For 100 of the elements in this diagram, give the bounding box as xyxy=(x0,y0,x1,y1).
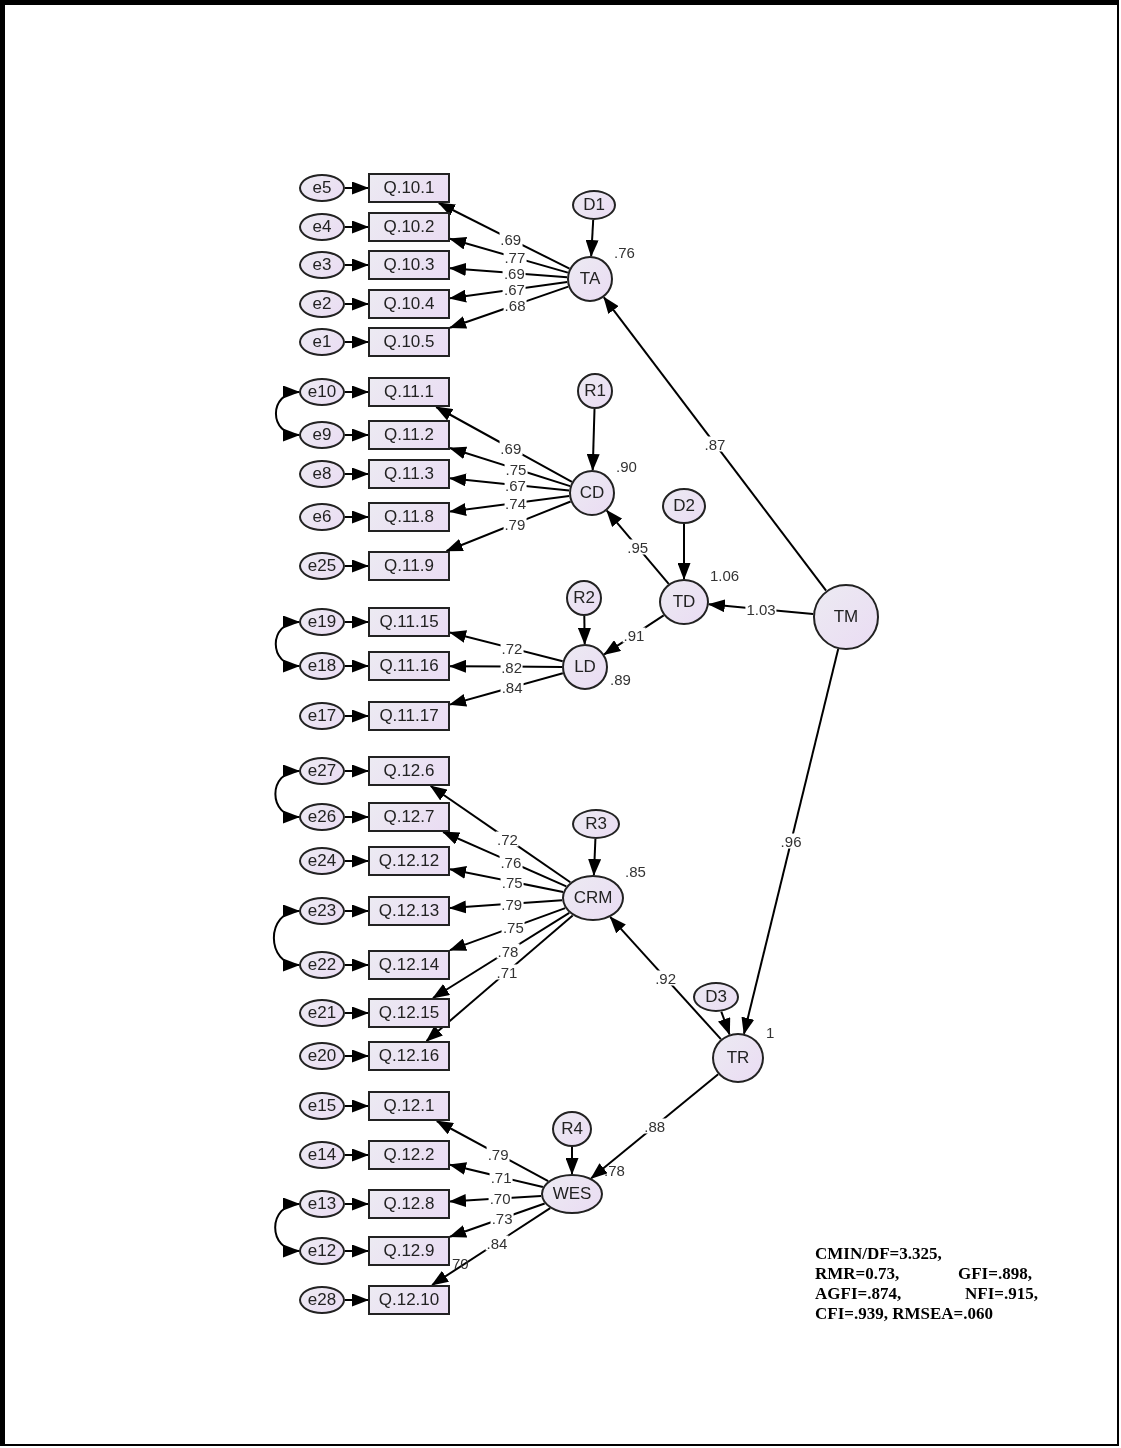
latent-variable-ellipse xyxy=(577,373,613,409)
fit-index-text: CFI=.939, RMSEA=.060 xyxy=(815,1304,994,1324)
variable-label: e17 xyxy=(307,706,337,726)
covariance-arrow xyxy=(272,906,300,970)
error-term-ellipse xyxy=(299,552,345,580)
path-arrow xyxy=(344,428,369,442)
latent-variable-ellipse xyxy=(572,190,616,220)
indicator-box xyxy=(368,173,450,203)
variable-label: R4 xyxy=(561,1119,583,1139)
indicator-box xyxy=(368,551,450,581)
variable-label: e2 xyxy=(312,294,332,314)
variable-label: D1 xyxy=(583,195,605,215)
variable-label: TD xyxy=(672,592,696,612)
variable-label: Q.11.2 xyxy=(384,425,434,445)
variable-label: CRM xyxy=(573,888,613,908)
variable-label: e12 xyxy=(307,1241,337,1261)
error-term-ellipse xyxy=(299,757,345,785)
error-term-ellipse xyxy=(299,174,345,202)
squared-correlation-label: .76 xyxy=(614,244,635,261)
covariance-arrow xyxy=(274,1199,300,1256)
indicator-box xyxy=(368,1285,450,1315)
variable-label: Q.12.16 xyxy=(378,1046,440,1066)
indicator-box xyxy=(368,289,450,319)
path-arrow xyxy=(449,236,569,274)
path-arrow xyxy=(431,1207,552,1286)
path-arrow xyxy=(449,659,563,673)
error-term-ellipse xyxy=(299,460,345,488)
indicator-box xyxy=(368,1189,450,1219)
variable-label: R2 xyxy=(573,588,595,608)
path-arrow xyxy=(449,262,569,279)
error-term-ellipse xyxy=(299,803,345,831)
path-arrow xyxy=(344,1099,369,1113)
latent-variable-ellipse xyxy=(572,809,620,839)
latent-variable-ellipse xyxy=(562,875,624,921)
variable-label: Q.10.5 xyxy=(383,332,435,352)
variable-label: e24 xyxy=(307,851,337,871)
path-coefficient: .76 xyxy=(499,854,523,870)
latent-variable-ellipse xyxy=(659,579,709,625)
path-arrow xyxy=(344,510,369,524)
squared-correlation-label: 1 xyxy=(766,1024,775,1041)
path-coefficient: .79 xyxy=(486,1146,510,1162)
squared-correlation-label: .89 xyxy=(610,671,631,688)
fit-index-text: AGFI=.874, xyxy=(815,1284,902,1304)
path-arrow xyxy=(344,1049,369,1063)
indicator-box xyxy=(368,896,450,926)
variable-label: D3 xyxy=(705,987,727,1007)
variable-label: e14 xyxy=(307,1145,337,1165)
variable-label: Q.12.15 xyxy=(378,1003,440,1023)
path-arrow xyxy=(602,296,828,592)
variable-label: e28 xyxy=(307,1290,337,1310)
variable-label: e3 xyxy=(312,255,332,275)
variable-label: e5 xyxy=(312,178,332,198)
error-term-ellipse xyxy=(299,999,345,1027)
path-arrow xyxy=(435,1120,550,1183)
indicator-box xyxy=(368,420,450,450)
path-coefficient: .79 xyxy=(503,516,527,532)
path-arrow xyxy=(344,1148,369,1162)
path-arrow xyxy=(717,1010,731,1036)
path-coefficient: .84 xyxy=(485,1235,509,1251)
path-arrow xyxy=(344,258,369,272)
variable-label: e10 xyxy=(307,382,337,402)
error-term-ellipse xyxy=(299,378,345,406)
path-arrow xyxy=(449,446,572,488)
fit-index-text: GFI=.898, xyxy=(958,1264,1032,1284)
error-term-ellipse xyxy=(299,1141,345,1169)
variable-label: Q.12.10 xyxy=(378,1290,440,1310)
path-arrow xyxy=(588,838,602,876)
error-term-ellipse xyxy=(299,503,345,531)
indicator-box xyxy=(368,701,450,731)
variable-label: Q.12.2 xyxy=(383,1145,435,1165)
indicator-box xyxy=(368,327,450,357)
error-term-ellipse xyxy=(299,1237,345,1265)
latent-variable-ellipse xyxy=(566,580,602,616)
path-coefficient: .75 xyxy=(504,461,528,477)
error-term-ellipse xyxy=(299,290,345,318)
latent-variable-ellipse xyxy=(712,1033,764,1083)
variable-label: e1 xyxy=(312,332,332,352)
indicator-box xyxy=(368,998,450,1028)
indicator-box xyxy=(368,1140,450,1170)
path-arrow xyxy=(577,615,591,645)
latent-variable-ellipse xyxy=(552,1111,592,1147)
latent-variable-ellipse xyxy=(569,470,615,516)
path-arrow xyxy=(449,285,570,329)
path-arrow xyxy=(585,219,599,257)
indicator-box xyxy=(368,607,450,637)
variable-label: e18 xyxy=(307,656,337,676)
path-arrow xyxy=(449,281,569,303)
fit-index-text: RMR=0.73, xyxy=(815,1264,900,1284)
path-arrow xyxy=(425,914,574,1042)
variable-label: Q.11.3 xyxy=(384,464,434,484)
indicator-box xyxy=(368,459,450,489)
covariance-arrow xyxy=(274,387,300,440)
path-coefficient: .78 xyxy=(496,943,520,959)
variable-label: Q.11.15 xyxy=(379,612,439,632)
variable-label: Q.11.9 xyxy=(384,556,434,576)
variable-label: Q.11.17 xyxy=(379,706,439,726)
path-arrow xyxy=(344,709,369,723)
variable-label: e15 xyxy=(307,1096,337,1116)
variable-label: Q.10.1 xyxy=(383,178,435,198)
error-term-ellipse xyxy=(299,702,345,730)
